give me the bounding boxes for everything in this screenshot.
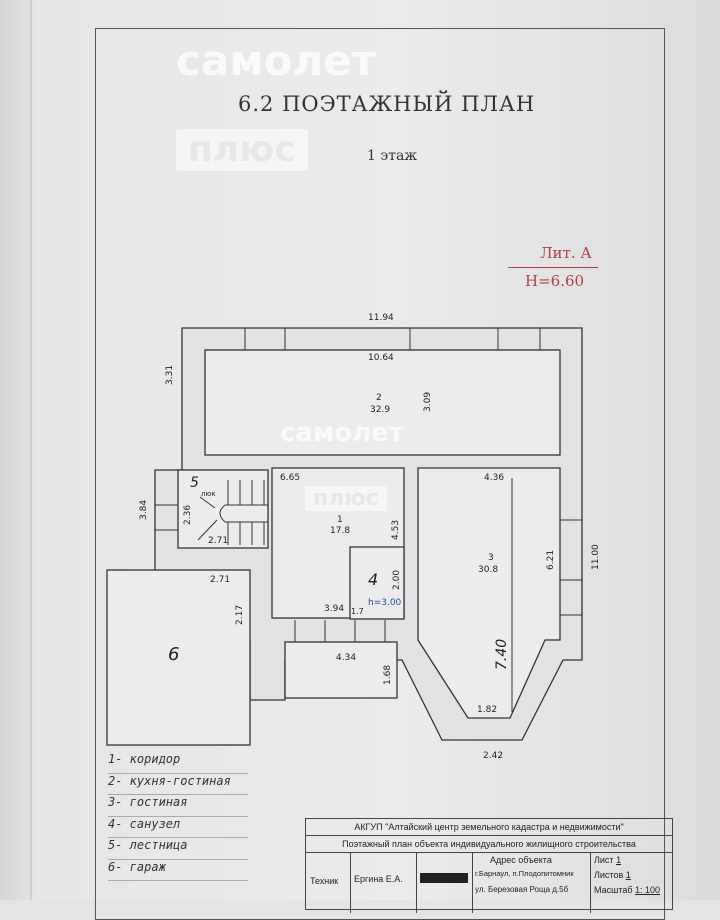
stamp-divider bbox=[350, 853, 351, 913]
stamp-organization: АКГУП "Алтайский центр земельного кадаст… bbox=[306, 819, 672, 836]
liter-divider bbox=[508, 267, 598, 268]
watermark-logo-sub: плюс bbox=[176, 129, 308, 171]
redacted-block bbox=[420, 873, 468, 883]
room-2-area: 32.9 bbox=[370, 405, 390, 415]
stamp-divider bbox=[416, 853, 417, 913]
scale-value: 1: 100 bbox=[635, 885, 661, 895]
sheet-field: Лист 1 bbox=[594, 855, 621, 865]
floor-label: 1 этаж bbox=[367, 148, 418, 164]
room-6 bbox=[106, 569, 251, 746]
sheet-value: 1 bbox=[616, 855, 622, 865]
dim-left-mid: 3.84 bbox=[139, 500, 149, 520]
room-2-number: 2 bbox=[376, 393, 382, 403]
dim-bath-small: 1.7 bbox=[351, 607, 364, 616]
hatch-label: люк bbox=[201, 490, 216, 498]
stamp-divider bbox=[472, 853, 473, 913]
sheets-value: 1 bbox=[625, 870, 631, 880]
legend-item: 4- санузел bbox=[108, 817, 248, 838]
wall-segments bbox=[155, 328, 582, 712]
legend-item: 3- гостиная bbox=[108, 795, 248, 817]
dim-room1-bottom: 3.94 bbox=[324, 604, 344, 614]
dim-porch-height: 1.68 bbox=[383, 665, 393, 685]
address-label: Адрес объекта bbox=[490, 855, 552, 865]
room-2 bbox=[204, 349, 561, 456]
dim-room3-side: 6.21 bbox=[546, 550, 556, 570]
dim-garage-height: 2.17 bbox=[235, 605, 245, 625]
dim-outer-width: 11.94 bbox=[368, 313, 394, 323]
room-4 bbox=[349, 546, 405, 620]
sheets-label: Листов bbox=[594, 870, 624, 880]
room-6-number: 6 bbox=[168, 644, 179, 665]
legend-item: 1- коридор bbox=[108, 752, 248, 774]
sheet-label: Лист bbox=[594, 855, 614, 865]
scale-field: Масштаб 1: 100 bbox=[594, 885, 660, 895]
room-3 bbox=[417, 467, 561, 719]
watermark-center: самолет bbox=[280, 418, 404, 448]
legend-item: 5- лестница bbox=[108, 838, 248, 860]
liter-label: Лит. А bbox=[540, 244, 592, 262]
floor-plan: 11.94 10.64 3.31 3.09 2 32.9 6.65 4.36 1… bbox=[106, 313, 601, 761]
dim-room2-height: 3.09 bbox=[423, 392, 433, 412]
page-title: 6.2 ПОЭТАЖНЫЙ ПЛАН bbox=[238, 92, 536, 116]
dim-garage-width: 2.71 bbox=[210, 575, 230, 585]
page-fold bbox=[30, 0, 32, 900]
dim-bay-outer: 2.42 bbox=[483, 751, 503, 761]
dim-stair-width: 2.71 bbox=[208, 536, 228, 546]
dim-bath-height: 2.00 bbox=[392, 570, 402, 590]
stamp-role: Техник bbox=[310, 876, 339, 886]
dim-bay-inner: 1.82 bbox=[477, 705, 497, 715]
stamp-document: Поэтажный план объекта индивидуального ж… bbox=[306, 836, 672, 853]
stamp-technician-name: Ергина Е.А. bbox=[354, 874, 403, 884]
sheets-field: Листов 1 bbox=[594, 870, 631, 880]
watermark-logo: самолет bbox=[176, 36, 377, 85]
dim-room3-length: 7.40 bbox=[494, 639, 510, 670]
dim-room3-width: 4.36 bbox=[484, 473, 504, 483]
dim-porch-width: 4.34 bbox=[336, 653, 356, 663]
bath-ceiling-height: h=3.00 bbox=[368, 598, 402, 608]
dim-right-total: 11.00 bbox=[591, 544, 601, 570]
room-3-area: 30.8 bbox=[478, 565, 498, 575]
stamp-divider bbox=[590, 853, 591, 913]
dim-left-top: 3.31 bbox=[165, 365, 175, 385]
dim-stair-height: 2.36 bbox=[183, 505, 193, 525]
room-1-area: 17.8 bbox=[330, 526, 350, 536]
room-3-number: 3 bbox=[488, 553, 494, 563]
room-5 bbox=[177, 469, 269, 549]
porch bbox=[284, 641, 398, 699]
address-street: ул. Березовая Роща д.5б bbox=[475, 885, 569, 894]
dim-inner-width: 10.64 bbox=[368, 353, 394, 363]
room-4-number: 4 bbox=[368, 570, 378, 589]
dim-room1-width: 6.65 bbox=[280, 473, 300, 483]
address-city: г.Барнаул, п.Плодопитомник bbox=[475, 869, 574, 878]
legend-item: 6- гараж bbox=[108, 860, 248, 881]
dim-room1-side: 4.53 bbox=[391, 520, 401, 540]
building-height: H=6.60 bbox=[525, 272, 585, 290]
title-block: АКГУП "Алтайский центр земельного кадаст… bbox=[305, 818, 673, 913]
legend-item: 2- кухня-гостиная bbox=[108, 774, 248, 795]
scale-label: Масштаб bbox=[594, 885, 633, 895]
room-5-number: 5 bbox=[190, 475, 199, 491]
room-1-number: 1 bbox=[337, 515, 343, 525]
watermark-center-sub: плюс bbox=[305, 486, 387, 511]
room-legend: 1- коридор 2- кухня-гостиная 3- гостиная… bbox=[108, 752, 248, 881]
